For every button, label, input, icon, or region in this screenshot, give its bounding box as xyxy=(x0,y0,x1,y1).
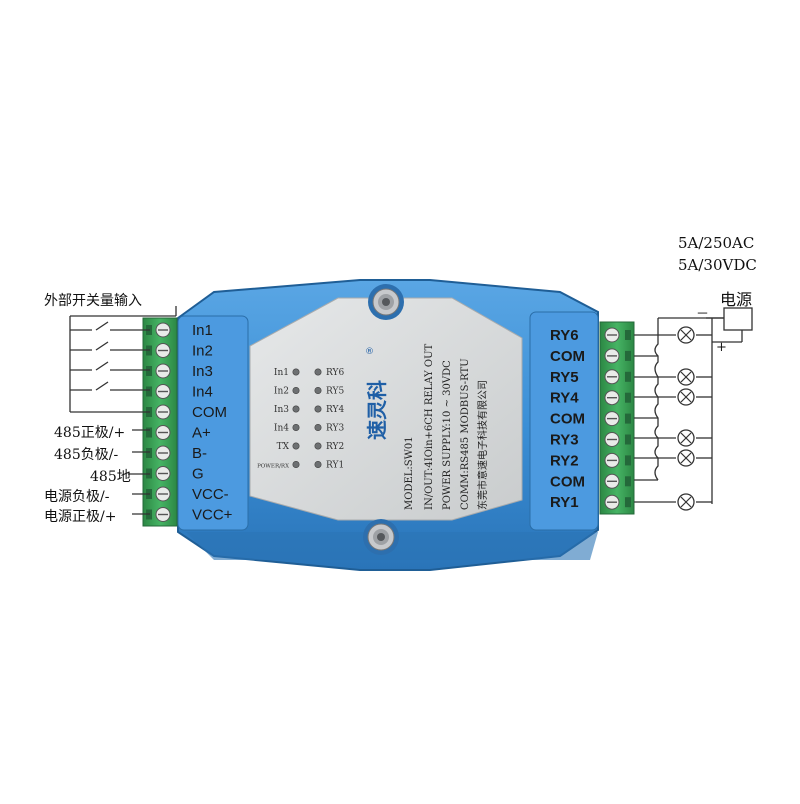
power-source-box xyxy=(723,307,753,331)
left-terminal-label-in2: In2 xyxy=(192,343,213,360)
right-terminal-label-ry4: RY4 xyxy=(550,390,579,407)
right-terminal-label-com: COM xyxy=(550,473,585,490)
left-terminal-label-vcc: VCC+ xyxy=(192,507,233,524)
left-terminal-screw xyxy=(146,363,171,379)
right-terminal-screw xyxy=(604,327,631,343)
led-indicator xyxy=(314,460,322,468)
led-label-ry1: RY1 xyxy=(326,461,344,471)
right-terminal-block xyxy=(599,321,635,515)
bottom-screw xyxy=(363,519,399,555)
relay-lamps xyxy=(677,326,695,511)
svg-text:速灵科: 速灵科 xyxy=(365,380,389,440)
spec-power: POWER SUPPLY:10 ~ 30VDC xyxy=(442,360,453,510)
right-terminal-screw xyxy=(604,369,631,385)
led-indicator xyxy=(314,386,322,394)
right-terminal-screw xyxy=(604,348,631,364)
led-indicator xyxy=(292,368,300,376)
led-indicator xyxy=(292,405,300,413)
led-label-ry5: RY5 xyxy=(326,387,344,397)
left-terminal-label-com: COM xyxy=(192,404,227,421)
right-terminal-screw xyxy=(604,411,631,427)
left-terminal-label-b: B- xyxy=(192,445,207,462)
led-label-tx: TX xyxy=(277,442,290,452)
right-terminal-label-ry5: RY5 xyxy=(550,369,579,386)
led-indicator xyxy=(314,423,322,431)
right-terminal-label-com: COM xyxy=(550,411,585,428)
led-label-ry3: RY3 xyxy=(326,424,344,434)
right-terminal-label-ry1: RY1 xyxy=(550,494,579,511)
led-indicator xyxy=(314,368,322,376)
right-terminal-screw xyxy=(604,473,631,489)
top-screw xyxy=(368,284,404,320)
spec-comm: COMM:RS485 MODBUS-RTU xyxy=(460,358,471,510)
right-terminal-label-ry2: RY2 xyxy=(550,452,579,469)
right-terminal-screw xyxy=(604,494,631,510)
left-terminal-label-vcc: VCC- xyxy=(192,486,229,503)
led-indicator xyxy=(314,442,322,450)
switch-input-label: 外部开关量输入 xyxy=(44,293,142,309)
led-label-power-rx: POWER/RX xyxy=(257,464,289,470)
led-label-ry4: RY4 xyxy=(326,405,344,415)
right-terminal-label-ry3: RY3 xyxy=(550,432,579,449)
led-label-in2: In2 xyxy=(274,387,289,397)
led-indicator xyxy=(292,386,300,394)
left-terminal-screw xyxy=(146,425,171,440)
power-source-label: 电源 xyxy=(720,290,753,309)
lamp-icon xyxy=(677,429,695,447)
left-terminal-screw xyxy=(146,384,171,399)
left-terminal-block xyxy=(142,317,178,527)
rs485-negative-label: 485负极/- xyxy=(54,447,119,463)
right-terminal-label-ry6: RY6 xyxy=(550,327,579,344)
led-label-in4: In4 xyxy=(274,424,289,434)
led-label-in1: In1 xyxy=(274,368,289,378)
right-terminal-screw xyxy=(604,432,631,447)
spec-text-group: MODEL:SW01 IN/OUT:4IOin+6CH RELAY OUT POWE… xyxy=(404,343,489,510)
led-indicator xyxy=(292,442,300,450)
left-terminal-label-in3: In3 xyxy=(192,363,213,380)
led-label-ry6: RY6 xyxy=(326,368,344,378)
power-minus-sign: － xyxy=(696,307,710,322)
registered-mark: ® xyxy=(365,347,374,357)
left-terminal-label-in1: In1 xyxy=(192,322,213,339)
relay-rating-ac: 5A/250AC xyxy=(678,234,755,252)
lamp-icon xyxy=(677,493,695,511)
led-label-in3: In3 xyxy=(274,405,289,415)
led-indicator xyxy=(314,405,322,413)
relay-rating-dc: 5A/30VDC xyxy=(678,256,757,274)
power-plus-sign: + xyxy=(716,340,727,355)
lamp-icon xyxy=(677,449,695,467)
led-label-ry2: RY2 xyxy=(326,442,344,452)
led-indicator xyxy=(292,460,300,468)
right-terminal-screw xyxy=(604,452,631,468)
right-terminal-screw xyxy=(604,390,631,406)
brand-logo: 速灵科 xyxy=(365,380,389,440)
left-terminal-label-a: A+ xyxy=(192,425,211,442)
spec-company: 东莞市意速电子科技有限公司 xyxy=(476,380,489,510)
right-terminal-label-com: COM xyxy=(550,348,585,365)
lamp-icon xyxy=(677,326,695,344)
left-terminal-label-g: G xyxy=(192,466,204,483)
lamp-icon xyxy=(677,388,695,406)
spec-io: IN/OUT:4IOin+6CH RELAY OUT xyxy=(424,343,435,510)
led-indicator xyxy=(292,423,300,431)
left-wiring xyxy=(69,306,177,515)
power-positive-label: 电源正极/+ xyxy=(44,509,117,525)
rs485-positive-label: 485正极/+ xyxy=(54,425,126,441)
right-wiring xyxy=(634,317,743,504)
left-terminal-label-in4: In4 xyxy=(192,384,213,401)
rs485-ground-label: 485地 xyxy=(90,469,131,485)
power-negative-label: 电源负极/- xyxy=(44,489,110,505)
spec-model: MODEL:SW01 xyxy=(404,436,415,510)
left-terminal-screw xyxy=(146,445,171,461)
lamp-icon xyxy=(677,368,695,386)
